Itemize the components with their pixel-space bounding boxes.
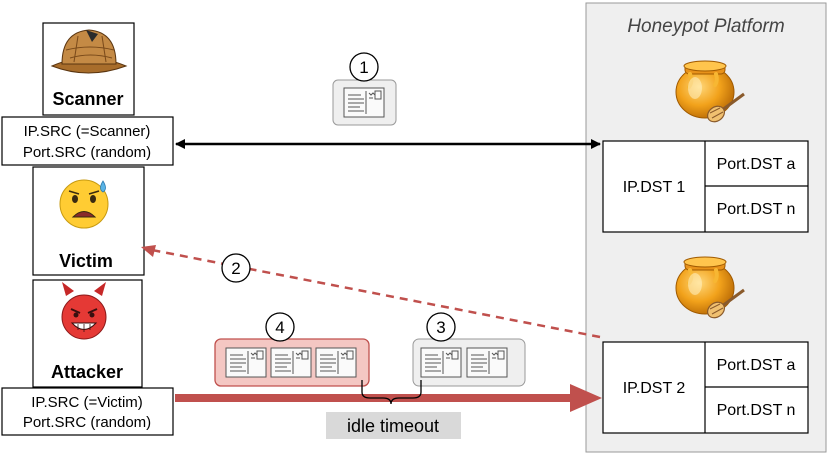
attacker-node: Attacker [32,279,143,388]
step-2-badge: 2 [221,253,251,283]
port-dst-a-label: Port.DST a [717,357,796,374]
step-4-packets [214,338,370,387]
port-dst-n-label: Port.DST n [717,201,796,218]
ip-src-label: IP.SRC (=Scanner) [24,123,151,140]
scanner-node: Scanner [42,22,135,116]
attacker-header: IP.SRC (=Victim) Port.SRC (random) [1,387,174,436]
step-4-badge: 4 [265,312,295,342]
worried-face-icon [59,179,109,229]
svg-text:2: 2 [231,259,240,278]
detective-hat-icon [50,29,128,74]
step-3-badge: 3 [426,312,456,342]
victim-node: Victim [32,166,145,276]
step-1-badge: 1 [349,52,379,82]
svg-text:4: 4 [275,318,284,337]
attack-arrowhead [570,384,602,412]
ip-src-label: IP.SRC (=Victim) [31,394,143,411]
attacker-label: Attacker [51,362,123,382]
port-src-label: Port.SRC (random) [23,144,151,161]
step-3-packets [412,338,526,387]
platform-title: Honeypot Platform [627,16,784,37]
reflection-arrowhead [141,245,156,257]
idle-timeout-brace [361,380,422,405]
step-1-packet [332,79,397,126]
svg-text:1: 1 [359,58,368,77]
port-dst-a-label: Port.DST a [717,156,796,173]
svg-text:3: 3 [436,318,445,337]
port-dst-n-label: Port.DST n [717,402,796,419]
idle-timeout-bg [326,412,461,439]
ip-dst-label: IP.DST 1 [623,179,686,196]
scanner-header: IP.SRC (=Scanner) Port.SRC (random) [1,116,174,166]
scanner-label: Scanner [52,89,123,109]
port-src-label: Port.SRC (random) [23,414,151,431]
honeypot-2-table: IP.DST 2 Port.DST a Port.DST n [602,341,809,434]
idle-timeout-label: idle timeout [347,416,439,436]
honeypot-1-table: IP.DST 1 Port.DST a Port.DST n [602,140,809,233]
devil-face-icon [61,282,107,340]
reflection-arrow [151,248,601,339]
victim-label: Victim [59,251,113,271]
ip-dst-label: IP.DST 2 [623,380,686,397]
